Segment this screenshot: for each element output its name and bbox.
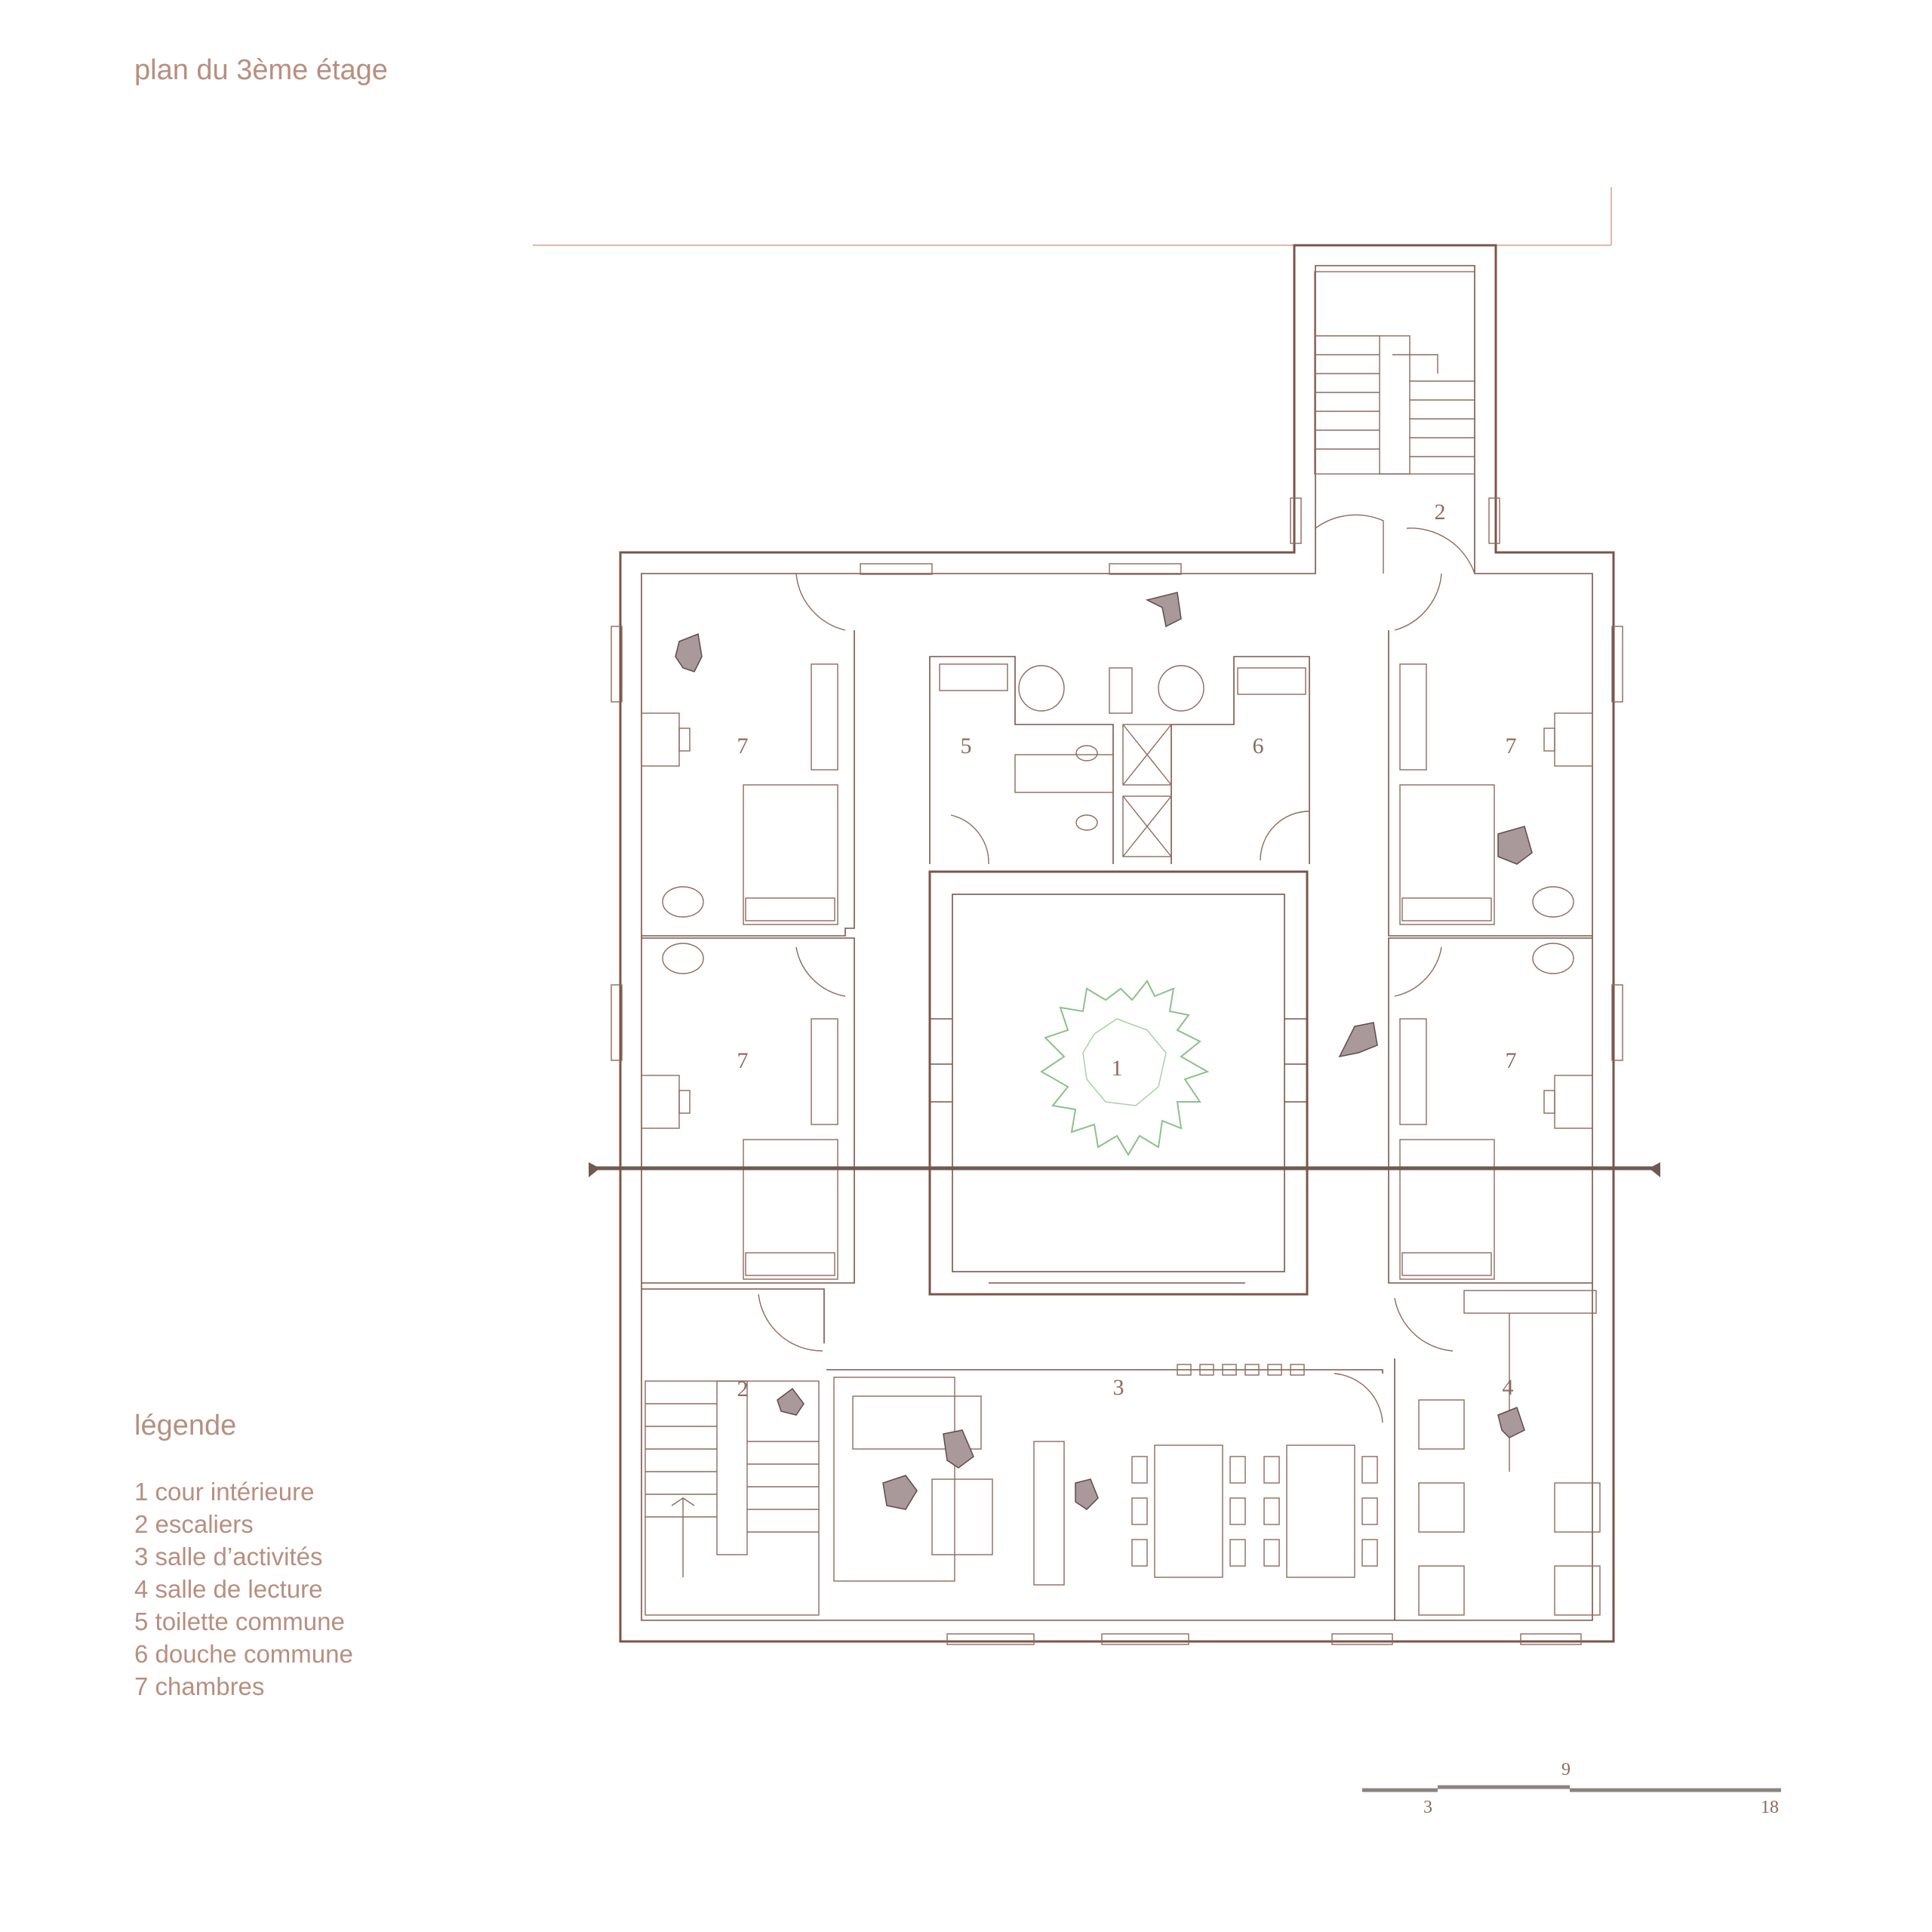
bedroom-e — [1388, 937, 1593, 1284]
stair-bottom — [641, 1288, 825, 1616]
legend-item-reading-room: 4 salle de lecture — [134, 1575, 323, 1603]
reading-room — [1394, 1290, 1601, 1620]
legend-item-shower: 6 douche commune — [134, 1640, 353, 1668]
toilet-block — [929, 656, 1114, 865]
scale-bar: 3 9 18 — [1362, 1760, 1781, 1817]
room-number-activity: 3 — [1113, 1375, 1124, 1400]
legend-item-toilet: 5 toilette commune — [134, 1607, 345, 1635]
room-number-shower: 6 — [1253, 734, 1264, 758]
scale-label-9: 9 — [1561, 1760, 1571, 1780]
stair-steps-bottom — [645, 1403, 819, 1533]
scale-label-18: 18 — [1761, 1798, 1779, 1817]
room-number-bedroom-e: 7 — [1506, 1048, 1517, 1073]
person-figure — [1338, 1022, 1378, 1058]
activity-shelves — [1177, 1364, 1305, 1376]
legend-item-bedrooms: 7 chambres — [134, 1672, 265, 1700]
activity-chairs — [1131, 1456, 1378, 1567]
person-figure — [1145, 592, 1182, 628]
person-figure — [943, 1429, 974, 1469]
legend-title: légende — [134, 1410, 237, 1441]
activity-room — [826, 1364, 1383, 1586]
shower-block — [1109, 656, 1310, 864]
person-figure — [777, 1387, 804, 1416]
scale-label-3: 3 — [1423, 1798, 1432, 1817]
bedroom-ne — [1388, 573, 1593, 937]
person-figure — [882, 1475, 918, 1510]
room-number-stair-bottom: 2 — [737, 1377, 749, 1401]
page-title: plan du 3ème étage — [134, 54, 388, 86]
room-number-bedroom-w: 7 — [737, 1048, 749, 1073]
courtyard-tree — [1040, 980, 1210, 1156]
people — [675, 592, 1533, 1510]
bedroom-w — [641, 937, 855, 1284]
person-figure — [1497, 1407, 1525, 1438]
room-number-courtyard: 1 — [1112, 1056, 1123, 1081]
room-numbers: 1 2 2 3 4 5 6 7 7 7 7 — [737, 500, 1517, 1401]
room-number-bedroom-nw: 7 — [737, 734, 749, 758]
legend-item-courtyard: 1 cour intérieure — [134, 1478, 315, 1506]
room-number-toilet: 5 — [961, 734, 972, 758]
room-number-stair-top: 2 — [1435, 500, 1446, 525]
legend-item-stairs: 2 escaliers — [134, 1510, 254, 1538]
site-boundary-line — [533, 187, 1612, 246]
legend: légende 1 cour intérieure 2 escaliers 3 … — [134, 1410, 353, 1703]
person-figure — [1497, 826, 1533, 865]
room-number-bedroom-ne: 7 — [1506, 734, 1517, 758]
stair-tower-top — [1314, 271, 1475, 574]
person-figure — [1075, 1478, 1099, 1510]
person-figure — [675, 632, 703, 672]
bedroom-nw — [641, 573, 855, 937]
stair-steps-top — [1315, 335, 1475, 457]
courtyard — [928, 870, 1309, 1296]
windows — [611, 497, 1623, 1645]
legend-item-activity-room: 3 salle d’activités — [134, 1543, 323, 1571]
section-cut-line — [589, 1162, 1660, 1177]
room-number-reading: 4 — [1503, 1375, 1514, 1400]
